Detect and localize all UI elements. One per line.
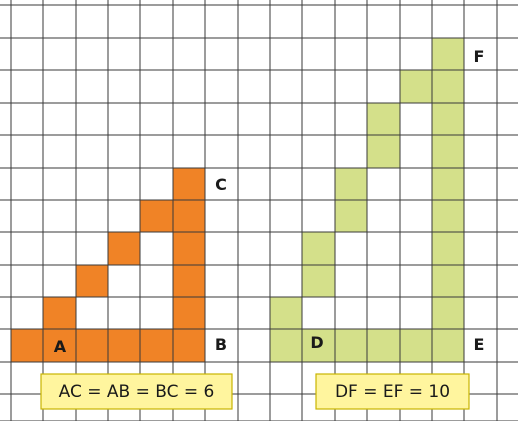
green-cell (302, 265, 335, 297)
orange-cell (76, 329, 108, 362)
orange-cell (173, 265, 205, 297)
orange-cell (43, 297, 76, 329)
equation-right: DF = EF = 10 (335, 382, 450, 402)
vertex-label-d: D (310, 333, 323, 352)
green-cell (432, 135, 464, 168)
orange-cell (173, 329, 205, 362)
green-cell (367, 329, 400, 362)
green-cell (400, 70, 432, 103)
orange-cell (173, 297, 205, 329)
vertex-labels: A B C D E F (54, 47, 485, 356)
orange-staircase-triangle (11, 168, 205, 362)
vertex-label-a: A (54, 337, 67, 356)
green-cell (270, 329, 302, 362)
orange-cell (173, 168, 205, 200)
green-cell (432, 38, 464, 70)
green-cell (432, 103, 464, 135)
green-cell (432, 168, 464, 200)
vertex-label-b: B (215, 335, 227, 354)
green-cell (432, 329, 464, 362)
equation-box-left-bg (40, 373, 233, 410)
orange-cell (173, 200, 205, 232)
green-cell (432, 70, 464, 103)
orange-cell (108, 232, 140, 265)
green-cell (432, 232, 464, 265)
equation-box-left: AC = AB = BC = 6 (40, 373, 233, 410)
green-cell (432, 297, 464, 329)
orange-cell (43, 329, 76, 362)
green-cell (302, 232, 335, 265)
orange-cell (140, 329, 173, 362)
green-cell (432, 265, 464, 297)
orange-cell (76, 265, 108, 297)
equation-box-right-bg (315, 373, 470, 410)
green-cell (367, 103, 400, 135)
orange-cell (173, 232, 205, 265)
vertex-label-f: F (474, 47, 485, 66)
green-cell (335, 168, 367, 200)
green-cell (367, 135, 400, 168)
equation-left: AC = AB = BC = 6 (59, 382, 215, 402)
orange-cell (140, 200, 173, 232)
green-cell (432, 200, 464, 232)
green-cell (335, 329, 367, 362)
orange-cell (11, 329, 43, 362)
green-cell (335, 200, 367, 232)
green-cell (270, 297, 302, 329)
green-staircase-triangle (270, 38, 464, 362)
vertex-label-c: C (215, 175, 227, 194)
orange-cell (108, 329, 140, 362)
vertex-label-e: E (474, 335, 485, 354)
green-cell (302, 329, 335, 362)
equation-box-right: DF = EF = 10 (315, 373, 470, 410)
green-cell (400, 329, 432, 362)
